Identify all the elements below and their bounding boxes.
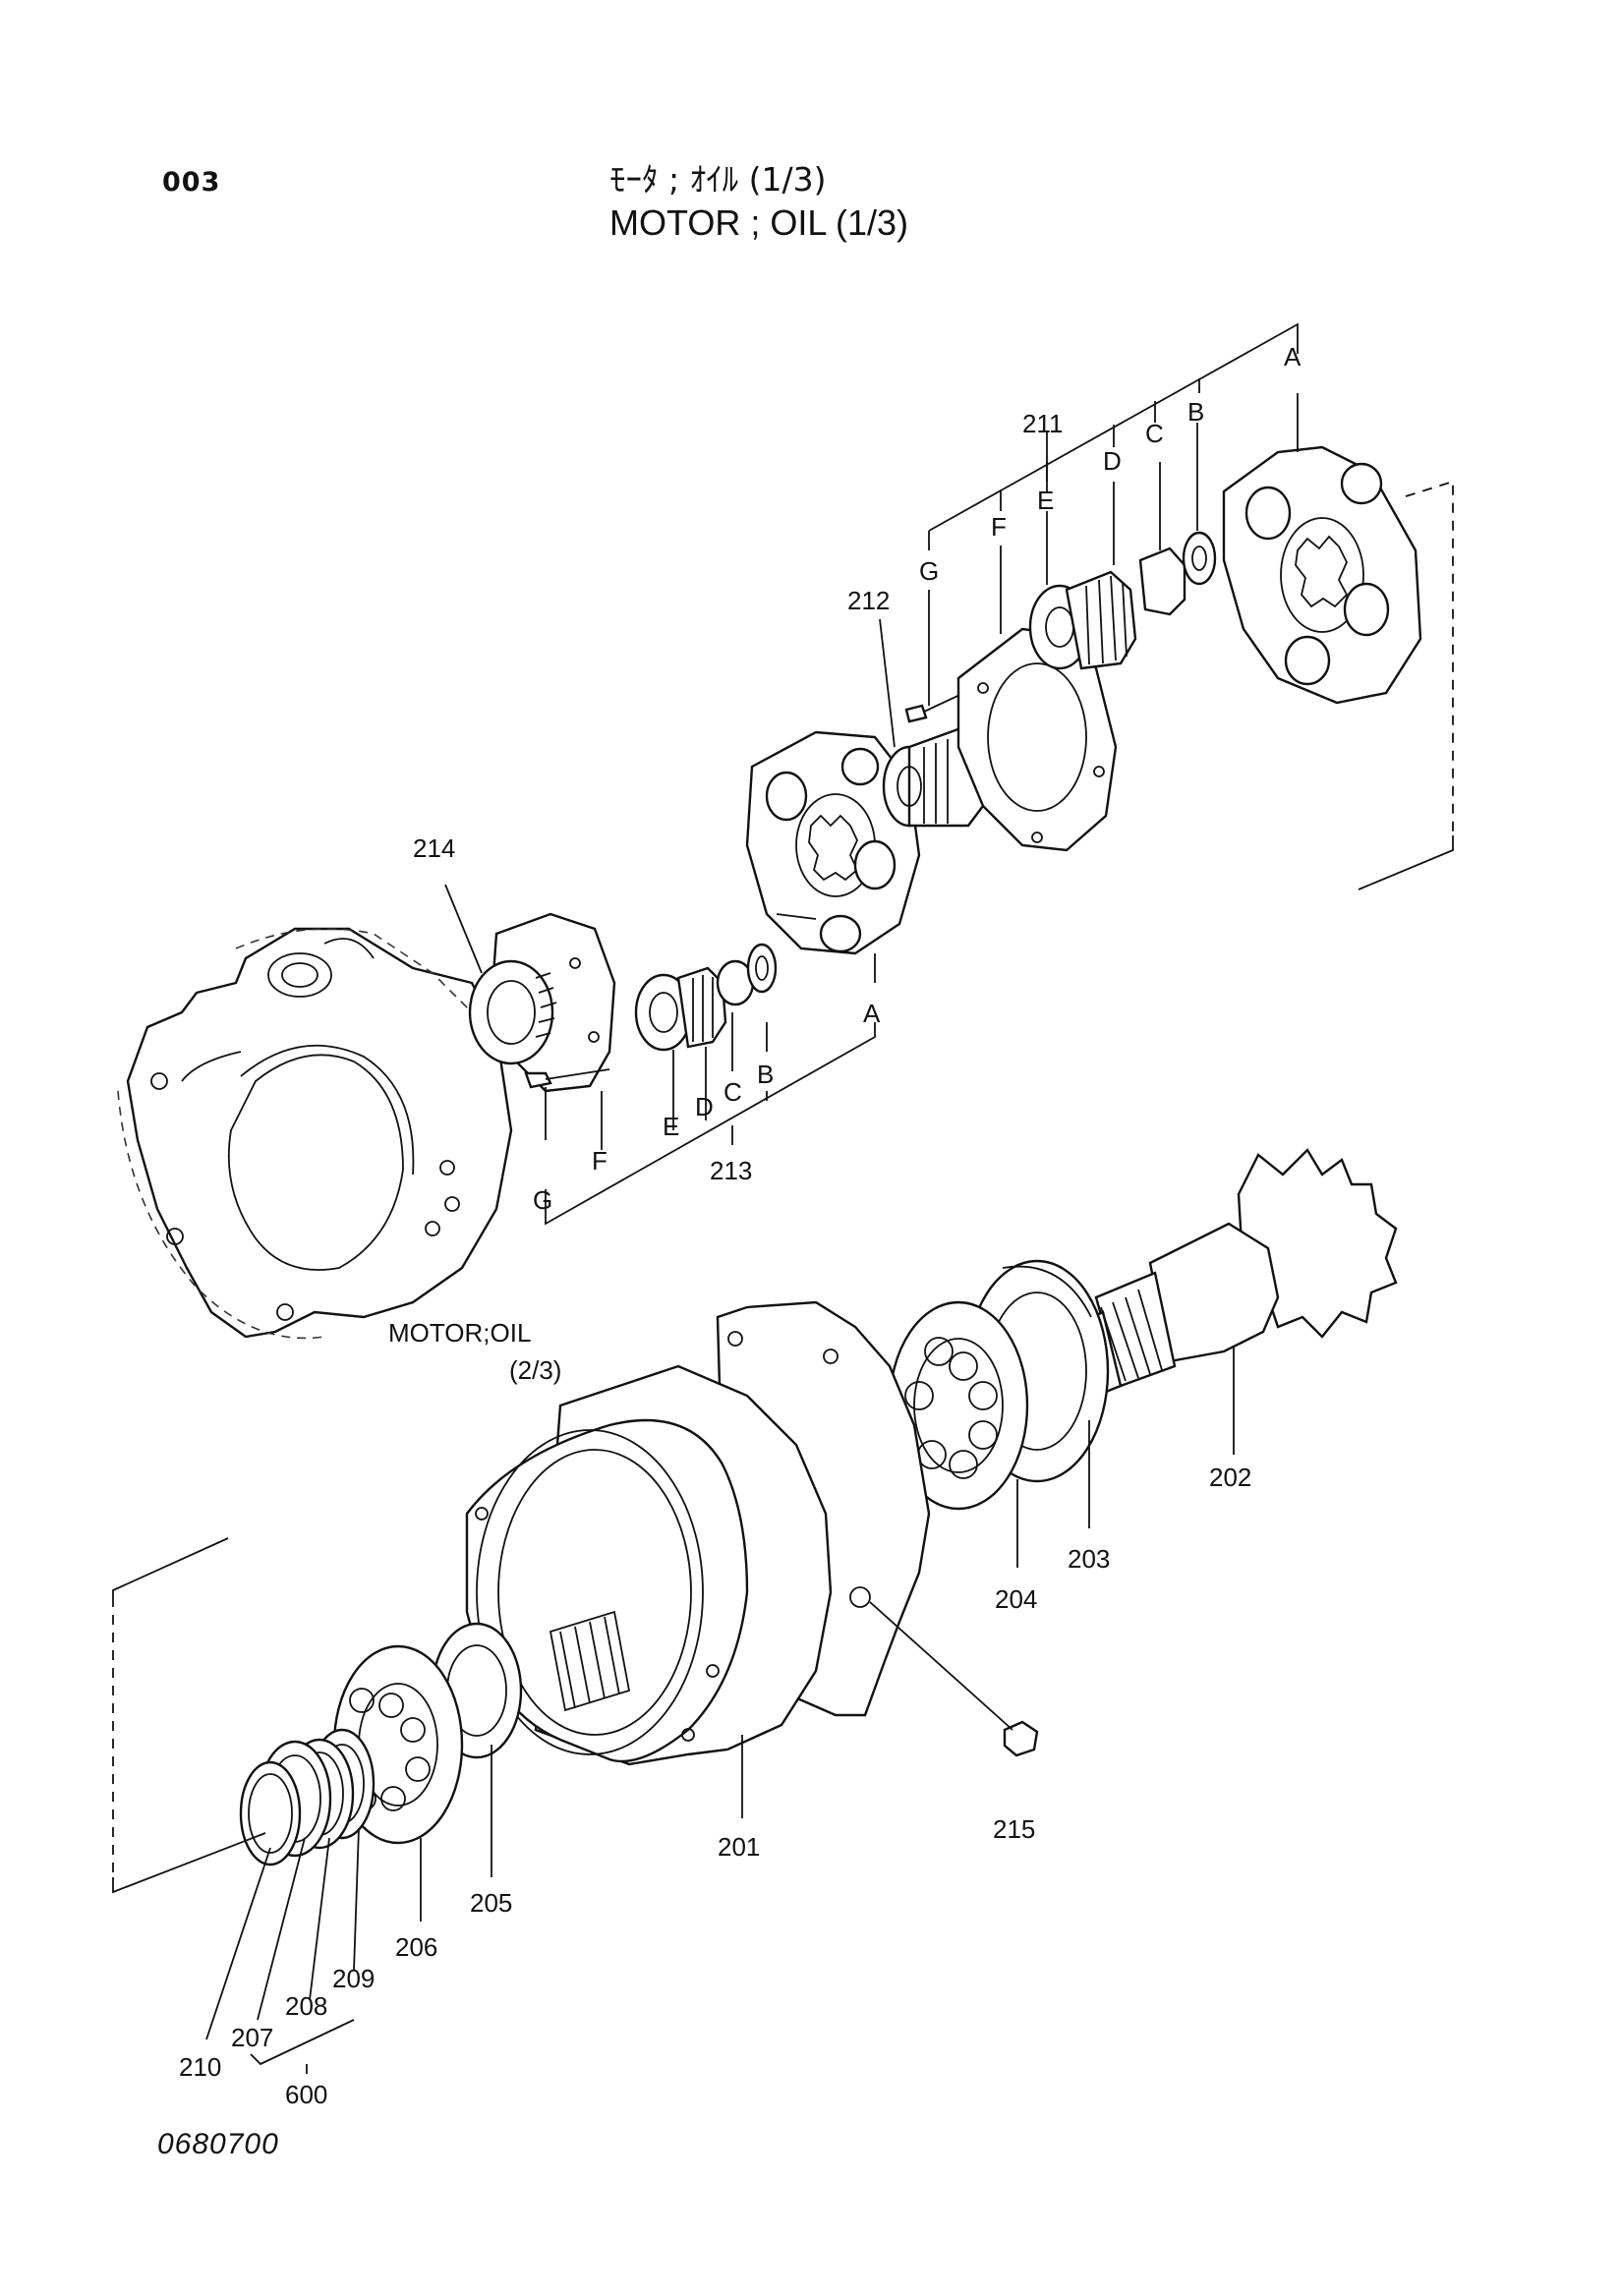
carrier-A-upper <box>1222 445 1422 705</box>
callout-204: 204 <box>995 1584 1037 1614</box>
part-201-housing <box>465 1300 931 1766</box>
boundary-solid-upper <box>1358 835 1454 890</box>
part-214-bearing-plate <box>468 912 616 1093</box>
part-215-plug <box>869 1601 1039 1757</box>
letter-E-lower: E <box>663 1112 679 1141</box>
letter-D-lower: D <box>695 1092 714 1121</box>
callout-215: 215 <box>993 1814 1035 1844</box>
callout-207: 207 <box>231 2023 273 2052</box>
letter-F-lower: F <box>592 1146 608 1176</box>
callout-600: 600 <box>285 2080 327 2109</box>
callout-214: 214 <box>413 833 455 863</box>
part-207-210-rings <box>239 1728 376 1866</box>
letter-B-lower: B <box>757 1060 774 1089</box>
letter-bracket-upper <box>444 322 1299 974</box>
letter-F-upper: F <box>991 512 1007 542</box>
callout-205: 205 <box>470 1888 512 1918</box>
letter-C-lower: C <box>723 1077 742 1107</box>
callout-213: 213 <box>710 1156 752 1185</box>
title-english: MOTOR ; OIL (1/3) <box>609 202 909 243</box>
cross-reference: MOTOR;OIL (2/3) <box>388 1318 561 1385</box>
boundary-solid-lower-bottom <box>112 1832 266 1894</box>
reference-line2: (2/3) <box>509 1355 561 1385</box>
letter-C-upper: C <box>1145 419 1164 448</box>
letter-A-lower: A <box>863 999 881 1028</box>
letter-G-upper: G <box>919 556 939 586</box>
motor-housing-ghost <box>117 927 513 1340</box>
callout-208: 208 <box>285 1991 327 2021</box>
leader-lines-lower <box>205 1347 1235 2074</box>
letter-D-upper: D <box>1103 446 1122 476</box>
bolt-G-lower <box>524 1068 610 1089</box>
title-japanese: ﾓｰﾀ ; ｵｲﾙ (1/3) <box>609 160 827 199</box>
callout-210: 210 <box>179 2052 221 2082</box>
callout-206: 206 <box>395 1932 437 1962</box>
small-bearing-stack-lower <box>634 943 778 1052</box>
document-code: 0680700 <box>157 2128 279 2160</box>
carrier-A-lower <box>745 730 921 955</box>
boundary-solid-lower-top <box>112 1537 229 1597</box>
callout-202: 202 <box>1209 1463 1251 1492</box>
small-bearing-stack-upper <box>1028 531 1217 670</box>
letter-A-upper: A <box>1284 342 1302 372</box>
boundary-dashed-upper <box>1405 480 1454 835</box>
page-number: 003 <box>162 167 221 198</box>
letter-G-lower: G <box>533 1185 552 1215</box>
callout-203: 203 <box>1068 1544 1110 1574</box>
letter-B-upper: B <box>1187 397 1204 427</box>
callout-209: 209 <box>332 1964 375 1993</box>
reference-line1: MOTOR;OIL <box>388 1318 531 1348</box>
callout-211: 211 <box>1022 409 1063 438</box>
callout-212: 212 <box>847 586 890 615</box>
letter-labels-upper: A B C D E F G <box>919 342 1302 586</box>
part-202-shaft <box>1079 1148 1398 1396</box>
letter-labels-lower: A B C D E F G <box>533 999 881 1215</box>
letter-bracket-lower <box>545 953 876 1226</box>
callout-labels: 211 212 214 213 202 203 204 201 215 205 … <box>179 409 1251 2109</box>
part-204-bearing <box>888 1300 1029 1511</box>
callout-201: 201 <box>718 1832 760 1862</box>
letter-E-upper: E <box>1037 486 1054 515</box>
